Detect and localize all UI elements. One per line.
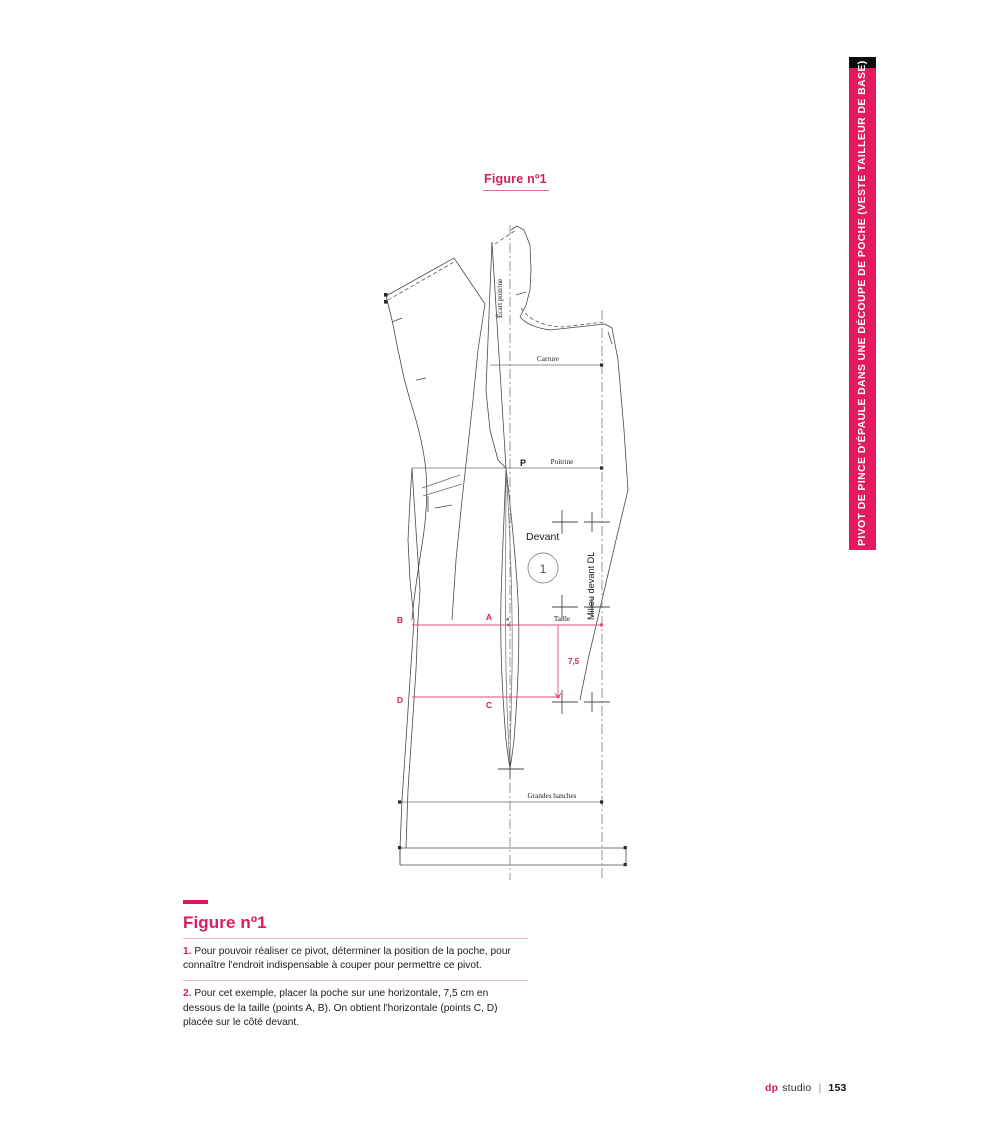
label-grandes-hanches: Grandes hanches: [528, 792, 577, 800]
figure-caption-block: Figure nº1 1. Pour pouvoir réaliser ce p…: [183, 900, 528, 1037]
footer-brand-dp: dp: [765, 1082, 779, 1094]
guide-lines: Carrure Poitrine P Grandes hanches: [398, 355, 604, 804]
front-body-outline: [485, 225, 629, 491]
caption-heading: Figure nº1: [183, 913, 267, 932]
grainline-cross-marks: [498, 510, 610, 778]
label-ecart-poitrine: Écart poitrine: [494, 279, 504, 318]
piece-number-circle: [527, 552, 559, 584]
label-point-c: C: [486, 700, 492, 710]
label-point-b: B: [397, 615, 403, 625]
label-point-p: P: [520, 458, 526, 468]
label-poitrine: Poitrine: [551, 458, 574, 466]
chapter-side-tab: PIVOT DE PINCE D'ÉPAULE DANS UNE DÉCOUPE…: [849, 57, 876, 550]
caption-item-number: 1.: [183, 946, 192, 957]
footer-brand-studio: studio: [782, 1082, 812, 1094]
caption-accent-dash: [183, 900, 208, 904]
hem-block: [398, 846, 627, 867]
label-devant: Devant: [526, 531, 559, 543]
caption-item-number: 2.: [183, 988, 192, 1000]
caption-item-text: Pour cet exemple, placer la poche sur un…: [183, 988, 498, 1028]
caption-item: 2. Pour cet exemple, placer la poche sur…: [183, 987, 528, 1030]
caption-divider: [183, 980, 528, 982]
label-measurement-75: 7,5: [568, 657, 580, 666]
side-front-seam: [405, 467, 421, 849]
caption-item-text: Pour pouvoir réaliser ce pivot, détermin…: [183, 946, 511, 972]
label-point-a: A: [486, 612, 492, 622]
caption-divider: [183, 938, 528, 939]
figure-title-top-underline: [483, 190, 549, 191]
label-piece-number: 1: [540, 562, 547, 576]
label-carrure: Carrure: [537, 355, 559, 363]
pocket-construction: B A D C 7,5: [397, 612, 603, 710]
page-footer: dp studio | 153: [765, 1082, 847, 1094]
label-milieu-devant-dl: Milieu devant DL: [586, 552, 596, 620]
label-point-d: D: [397, 695, 403, 705]
footer-page-number: 153: [828, 1082, 847, 1094]
side-tab-cap: [849, 57, 876, 68]
pivoted-side-panel: [384, 257, 486, 621]
footer-separator: |: [818, 1082, 822, 1094]
caption-item: 1. Pour pouvoir réaliser ce pivot, déter…: [183, 945, 528, 973]
pattern-diagram: .out { fill:none; stroke:#4a4a4a; stroke…: [330, 200, 690, 890]
figure-title-top: Figure nº1: [484, 172, 547, 186]
side-tab-label: PIVOT DE PINCE D'ÉPAULE DANS UNE DÉCOUPE…: [857, 60, 868, 546]
